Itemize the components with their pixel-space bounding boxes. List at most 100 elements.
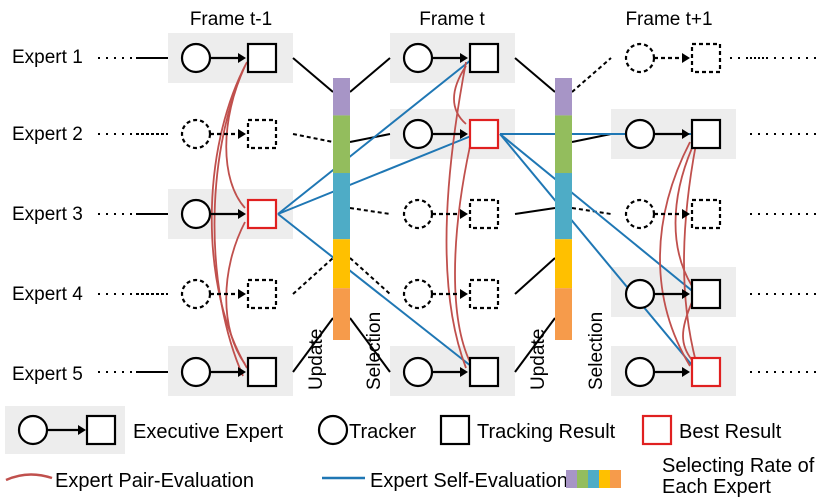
frame-title-t-plus-1: Frame t+1 — [625, 9, 712, 30]
rate-segment-3 — [555, 173, 572, 240]
tracker-arrow-head — [238, 209, 246, 219]
tracking-result-square — [690, 118, 722, 150]
pair-evaluation-curves — [210, 61, 697, 377]
tracking-result-square — [468, 278, 500, 310]
rate-segment-3 — [333, 173, 350, 240]
bar-connectors — [292, 57, 612, 373]
tracker-circle — [180, 118, 212, 150]
legend-tracker: Tracker — [349, 421, 416, 443]
frame-title-t: Frame t — [419, 9, 485, 30]
tracker-circle — [624, 278, 656, 310]
tracker-circle — [180, 278, 212, 310]
tracker-circle — [180, 198, 212, 230]
tracker-circle — [624, 198, 656, 230]
tracker-arrow-head — [460, 367, 468, 377]
tracker-circle — [402, 198, 434, 230]
experts-group — [180, 42, 722, 388]
legend-executive-expert: Executive Expert — [133, 421, 284, 443]
expert-1-frame-3 — [624, 42, 722, 74]
expert-2-frame-3 — [624, 118, 722, 150]
legend-rate-swatch-3 — [588, 470, 599, 488]
tracking-result-square — [690, 278, 722, 310]
rate-segment-2 — [333, 115, 350, 174]
tracker-arrow-head — [238, 289, 246, 299]
tracker-circle — [180, 42, 212, 74]
expert-3-frame-3 — [624, 198, 722, 230]
expert-label-1: Expert 1 — [12, 47, 83, 68]
best-result-square — [246, 198, 278, 230]
rate-segment-5 — [555, 288, 572, 340]
tracker-arrow-head — [460, 53, 468, 63]
tracker-arrow-head — [682, 289, 690, 299]
expert-3-frame-2 — [402, 198, 500, 230]
legend-best-result: Best Result — [679, 421, 782, 443]
expert-1-frame-2 — [402, 42, 500, 74]
tracker-arrow-head — [682, 367, 690, 377]
rate-segment-1 — [555, 78, 572, 116]
bar-label-update-2: Update — [528, 329, 549, 390]
tracker-circle — [624, 42, 656, 74]
legend-rate-swatch-4 — [599, 470, 610, 488]
legend-selecting-rate-line2: Each Expert — [662, 476, 771, 498]
tracker-arrow-head — [238, 53, 246, 63]
tracker-arrow-head — [238, 129, 246, 139]
expert-5-frame-2 — [402, 356, 500, 388]
expert-4-frame-1 — [180, 278, 278, 310]
tracking-result-square — [690, 42, 722, 74]
tracker-circle — [402, 118, 434, 150]
expert-4-frame-3 — [624, 278, 722, 310]
legend-best-result-icon — [641, 414, 673, 446]
tracker-circle — [180, 356, 212, 388]
expert-2-frame-1 — [180, 118, 278, 150]
tracker-circle — [402, 278, 434, 310]
tracker-circle — [402, 356, 434, 388]
tracker-arrow-head — [682, 53, 690, 63]
tracking-result-square — [468, 42, 500, 74]
legend-tracker-icon — [317, 414, 349, 446]
expert-leaders — [98, 57, 168, 373]
rate-segment-5 — [333, 288, 350, 340]
rate-segment-4 — [333, 239, 350, 289]
legend-pair-evaluation: Expert Pair-Evaluation — [55, 470, 254, 492]
legend-rate-swatch-5 — [610, 470, 621, 488]
bar-label-selection-1: Selection — [364, 312, 385, 390]
legend-selecting-rate-line1: Selecting Rate of — [662, 455, 815, 477]
selecting-rate-bar-2 — [555, 78, 572, 340]
legend-tracking-result: Tracking Result — [477, 421, 616, 443]
legend-self-evaluation: Expert Self-Evaluation — [370, 470, 568, 492]
expert-2-frame-2 — [402, 118, 500, 150]
tracking-result-square — [468, 356, 500, 388]
bar-label-selection-2: Selection — [586, 312, 607, 390]
rate-segment-2 — [555, 115, 572, 174]
tracking-result-square — [246, 118, 278, 150]
tracker-arrow-head — [460, 209, 468, 219]
expert-label-4: Expert 4 — [12, 284, 83, 305]
expert-3-frame-1 — [180, 198, 278, 230]
legend-pair-evaluation-icon — [5, 473, 53, 482]
selecting-rate-bar-1 — [333, 78, 350, 340]
frame-title-t-minus-1: Frame t-1 — [190, 9, 272, 30]
tracker-arrow-head — [682, 209, 690, 219]
self-evaluation-lines — [277, 55, 697, 371]
legend-rate-swatch-1 — [566, 470, 577, 488]
tracking-result-square — [690, 198, 722, 230]
tracking-result-square — [246, 356, 278, 388]
rate-segment-4 — [555, 239, 572, 289]
expert-label-3: Expert 3 — [12, 204, 83, 225]
best-result-square — [468, 118, 500, 150]
expert-5-frame-3 — [624, 356, 722, 388]
expert-label-5: Expert 5 — [12, 364, 83, 385]
tracker-circle — [624, 356, 656, 388]
trailing-dots — [730, 57, 820, 373]
tracking-result-square — [246, 42, 278, 74]
expert-4-frame-2 — [402, 278, 500, 310]
legend-selecting-rate-icon — [566, 470, 621, 488]
tracker-arrow-head — [460, 289, 468, 299]
tracker-circle — [624, 118, 656, 150]
bar-label-update-1: Update — [306, 329, 327, 390]
expert-label-2: Expert 2 — [12, 124, 83, 145]
rate-segment-1 — [333, 78, 350, 116]
tracker-circle — [402, 42, 434, 74]
